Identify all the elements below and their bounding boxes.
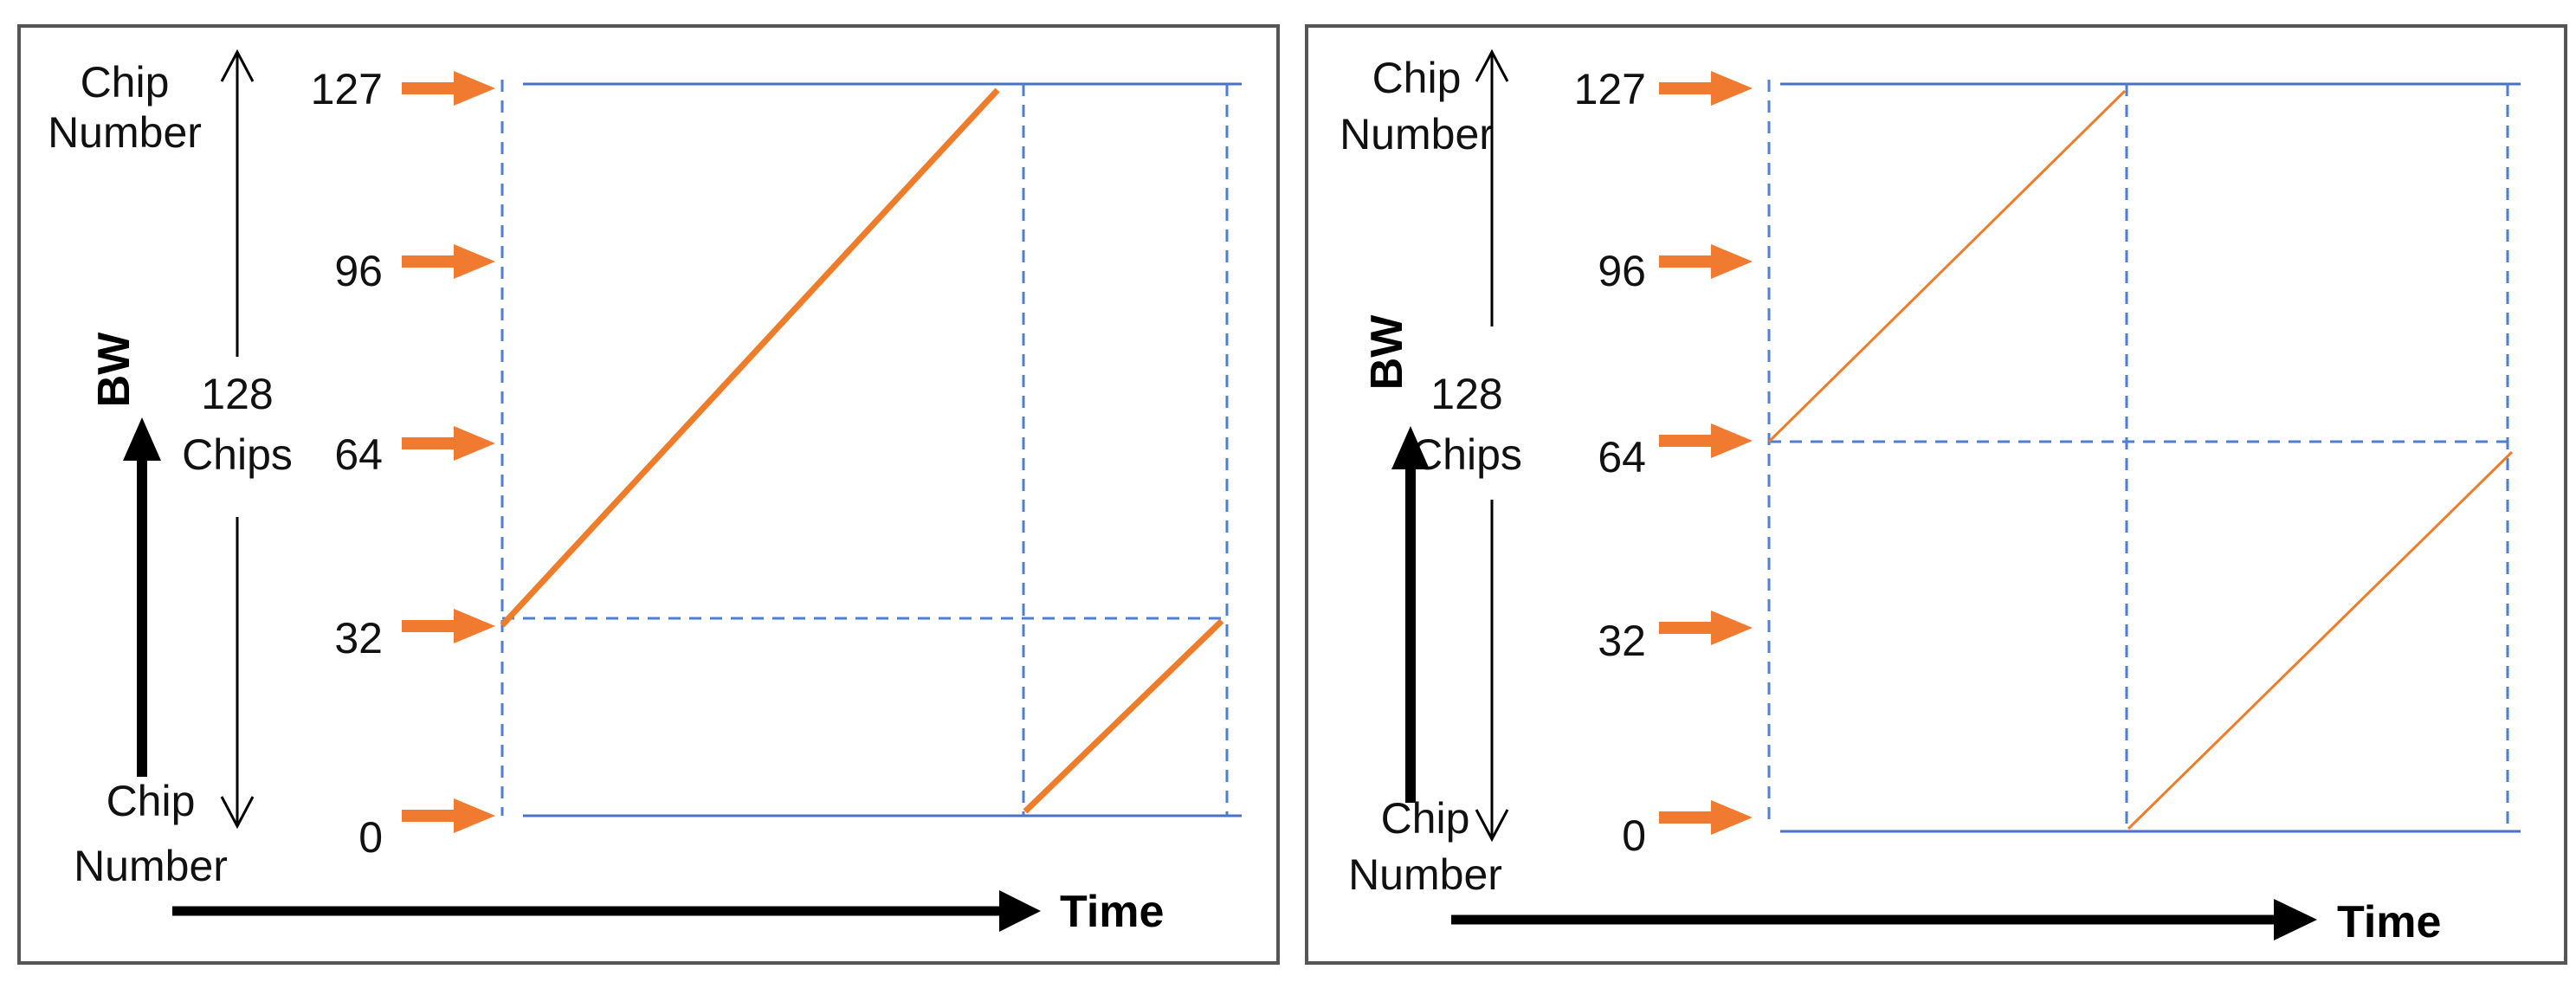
pointer-arrow-96-icon xyxy=(402,244,495,279)
up-arrow-icon xyxy=(1475,48,1509,326)
pointer-arrow-127-icon xyxy=(402,71,495,106)
chirp-diagram-right: Chip Number 128 Chips BW Chip Number Tim xyxy=(1340,48,2521,947)
tick-label-64: 64 xyxy=(1598,433,1646,481)
chirp-diagram-left: Chip Number 128 Chips BW Chip Number Tim xyxy=(48,48,1242,937)
tick-label-0: 0 xyxy=(1622,811,1646,860)
pointer-arrow-32-icon xyxy=(402,609,495,643)
bw-arrow-icon xyxy=(123,417,161,777)
chip-number-bottom-label-line1: Chip xyxy=(107,777,196,825)
bw-label: BW xyxy=(89,332,139,408)
tick-label-127: 127 xyxy=(311,65,383,113)
bw-arrow-icon xyxy=(1391,426,1430,803)
pointer-arrow-64-icon xyxy=(1659,423,1753,458)
bw-label: BW xyxy=(1362,314,1412,391)
tick-label-32: 32 xyxy=(334,614,383,662)
time-label: Time xyxy=(1060,887,1164,937)
chip-number-bottom-label-line1: Chip xyxy=(1381,794,1470,843)
chips-128-label-line1: 128 xyxy=(1430,370,1502,418)
time-axis-arrow-icon xyxy=(1451,899,2317,940)
chirp-ramp-upper xyxy=(500,87,1000,628)
tick-label-96: 96 xyxy=(1598,247,1646,295)
chip-number-top-label-line2: Number xyxy=(48,108,202,157)
chip-number-top-label-line1: Chip xyxy=(81,58,170,107)
tick-label-32: 32 xyxy=(1598,617,1646,665)
chirp-ramp-upper xyxy=(1767,89,2127,443)
down-arrow-icon xyxy=(220,517,255,830)
chip-number-top-label-line2: Number xyxy=(1340,110,1494,158)
chirp-ramp-lower xyxy=(2127,450,2514,830)
chips-128-label-line1: 128 xyxy=(201,370,273,418)
pointer-arrow-0-icon xyxy=(1659,800,1753,835)
pointer-arrow-96-icon xyxy=(1659,244,1753,279)
tick-label-64: 64 xyxy=(334,430,383,479)
panel-right: Chip Number 128 Chips BW Chip Number Tim xyxy=(1305,24,2567,965)
pointer-arrow-64-icon xyxy=(402,426,495,461)
chips-128-label-line2: Chips xyxy=(1411,430,1522,479)
time-label: Time xyxy=(2337,897,2441,947)
chip-number-bottom-label-line2: Number xyxy=(1348,850,1502,899)
tick-label-96: 96 xyxy=(334,247,383,295)
tick-label-127: 127 xyxy=(1574,65,1646,113)
chip-number-bottom-label-line2: Number xyxy=(74,842,228,890)
chips-128-label-line2: Chips xyxy=(182,430,293,479)
pointer-arrow-127-icon xyxy=(1659,71,1753,106)
tick-label-0: 0 xyxy=(358,813,383,862)
down-arrow-icon xyxy=(1475,500,1509,843)
chirp-ramp-lower xyxy=(1023,618,1224,814)
pointer-arrow-0-icon xyxy=(402,798,495,833)
up-arrow-icon xyxy=(220,48,255,357)
time-axis-arrow-icon xyxy=(172,890,1041,932)
panel-left: Chip Number 128 Chips BW Chip Number Tim xyxy=(17,24,1280,965)
pointer-arrow-32-icon xyxy=(1659,611,1753,645)
chip-number-top-label-line1: Chip xyxy=(1372,54,1462,102)
